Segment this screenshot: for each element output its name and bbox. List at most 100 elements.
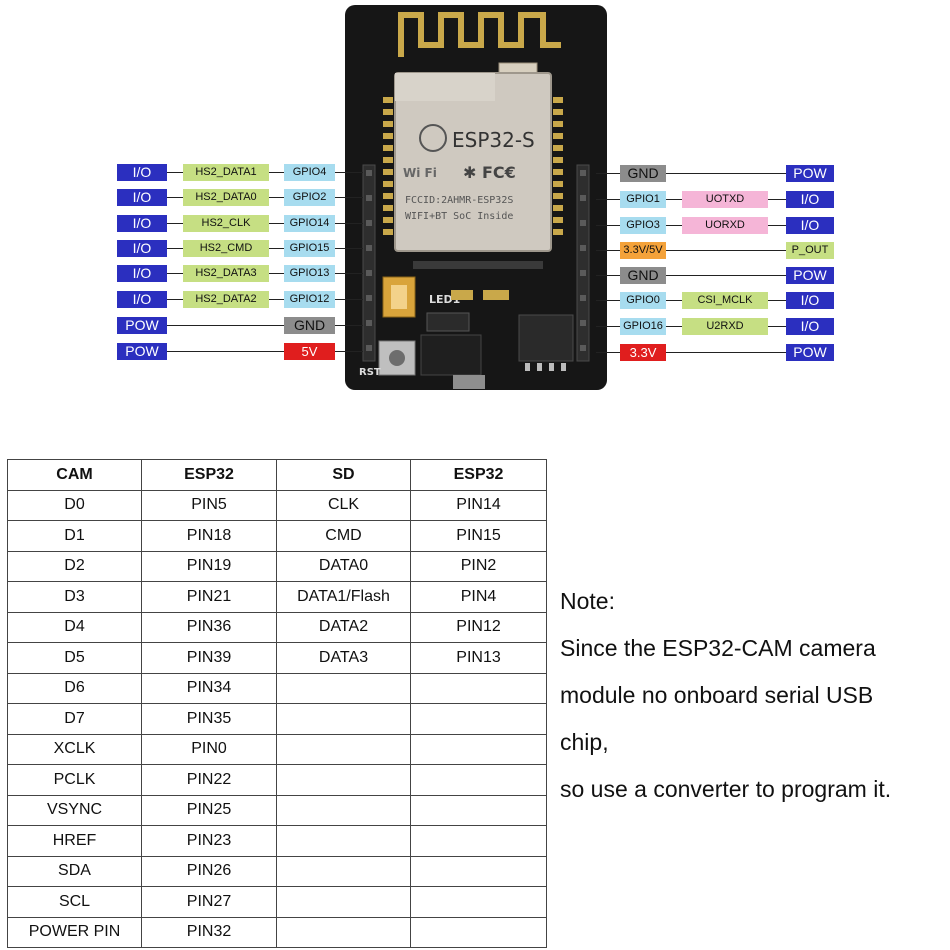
pin-function-label: HS2_CLK [183, 215, 269, 232]
pin-wire [335, 172, 363, 173]
table-cell [410, 703, 547, 735]
pin-wire [167, 325, 284, 326]
table-cell: PIN0 [141, 733, 277, 765]
pin-io-label: P_OUT [786, 242, 834, 259]
rst-label: RST [359, 367, 381, 378]
pin-function-label: HS2_DATA3 [183, 265, 269, 282]
table-cell: PIN22 [141, 764, 277, 796]
pin-wire [167, 299, 183, 300]
table-cell [410, 764, 547, 796]
table-cell: DATA3 [276, 642, 411, 674]
pin-wire [768, 300, 786, 301]
pin-wire [269, 299, 284, 300]
antenna-trace [398, 12, 561, 57]
pin-function-label: HS2_DATA2 [183, 291, 269, 308]
pin-wire [666, 300, 682, 301]
table-cell [276, 825, 411, 857]
pin-wire [666, 352, 786, 353]
pin-function-label: HS2_CMD [183, 240, 269, 257]
pin-io-label: POW [786, 344, 834, 361]
table-cell: PIN23 [141, 825, 277, 857]
pin-io-label: I/O [117, 164, 167, 181]
table-cell: D6 [7, 672, 142, 704]
pin-wire [167, 248, 183, 249]
right-pin-row: GND POW [596, 267, 836, 284]
table-cell [410, 672, 547, 704]
table-cell: PIN25 [141, 794, 277, 826]
table-cell [276, 764, 411, 796]
right-pin-row: GPIO16 U2RXD I/O [596, 318, 836, 335]
pin-function-label: HS2_DATA1 [183, 164, 269, 181]
note-line: module no onboard serial USB [560, 682, 874, 708]
pin-wire [596, 326, 620, 327]
pin-wire [596, 275, 620, 276]
pin-function-label: U2RXD [682, 318, 768, 335]
board-illustration: ESP32-S Wi Fi ✱ FC€ FCCID:2AHMR-ESP32S W… [345, 5, 607, 390]
table-cell: D1 [7, 520, 142, 552]
table-cell: HREF [7, 825, 142, 857]
pin-function-label: CSI_MCLK [682, 292, 768, 309]
pin-wire [666, 326, 682, 327]
espressif-logo-icon [419, 124, 447, 152]
pin-io-label: I/O [117, 189, 167, 206]
table-cell: D0 [7, 489, 142, 521]
table-cell [410, 916, 547, 948]
table-cell: PIN36 [141, 611, 277, 643]
note-line: Since the ESP32-CAM camera [560, 635, 876, 661]
pin-gpio-label: 5V [284, 343, 335, 360]
pin-gpio-label: GND [284, 317, 335, 334]
chip-fccid: FCCID:2AHMR-ESP32S [405, 195, 513, 206]
table-cell: PIN35 [141, 703, 277, 735]
pin-io-label: I/O [786, 318, 834, 335]
table-cell [276, 916, 411, 948]
table-cell: SCL [7, 886, 142, 918]
pin-gpio-label: GPIO12 [284, 291, 335, 308]
table-cell: PIN4 [410, 581, 547, 613]
note-block: Note: Since the ESP32-CAM camera module … [560, 578, 950, 813]
table-cell: PIN15 [410, 520, 547, 552]
pin-gpio-label: GPIO15 [284, 240, 335, 257]
pin-gpio-label: GPIO2 [284, 189, 335, 206]
pin-wire [167, 351, 284, 352]
table-cell [276, 794, 411, 826]
table-cell [276, 703, 411, 735]
pin-io-label: I/O [117, 265, 167, 282]
pin-wire [666, 225, 682, 226]
header-sd: SD [276, 459, 411, 491]
table-cell: D5 [7, 642, 142, 674]
pin-wire [596, 352, 620, 353]
pin-wire [666, 250, 786, 251]
pin-wire [269, 223, 284, 224]
table-cell: XCLK [7, 733, 142, 765]
table-cell [276, 855, 411, 887]
pin-wire [335, 299, 363, 300]
table-cell: PIN19 [141, 550, 277, 582]
pin-wire [666, 199, 682, 200]
table-cell: PIN27 [141, 886, 277, 918]
pin-io-label: POW [786, 267, 834, 284]
pin-gpio-label: GND [620, 267, 666, 284]
pin-wire [335, 273, 363, 274]
pin-wire [768, 225, 786, 226]
pin-gpio-label: GPIO3 [620, 217, 666, 234]
table-cell [410, 733, 547, 765]
table-cell: PIN21 [141, 581, 277, 613]
pin-gpio-label: GPIO16 [620, 318, 666, 335]
table-cell: DATA2 [276, 611, 411, 643]
table-cell: CLK [276, 489, 411, 521]
